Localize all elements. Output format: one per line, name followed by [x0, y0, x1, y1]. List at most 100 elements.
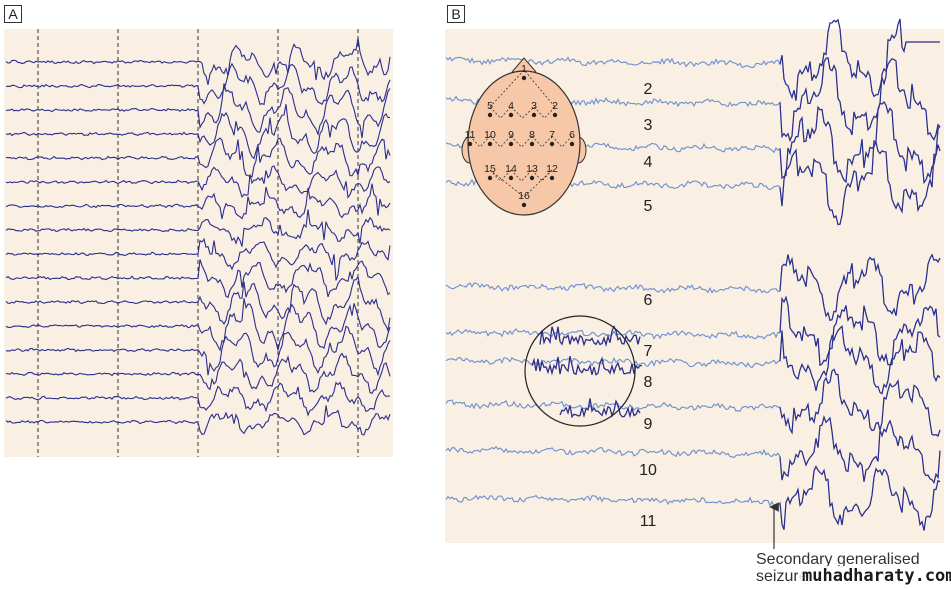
- electrode-link: [510, 106, 535, 119]
- panel-a-eeg-trace: [5, 381, 391, 417]
- panel-b-seizure-trace: [779, 18, 940, 101]
- panel-b-seizure-trace: [779, 253, 941, 322]
- electrode-link: [510, 135, 533, 148]
- electrode-dot: [531, 112, 537, 118]
- focal-discharge-trace: [531, 355, 643, 376]
- electrode-number: 5: [487, 100, 493, 112]
- electrode-dot: [508, 175, 514, 181]
- channel-label-10: 10: [639, 462, 657, 479]
- electrode-dot: [508, 112, 514, 118]
- panel-a-eeg-trace: [5, 259, 391, 299]
- panel-a-eeg-trace: [5, 209, 391, 247]
- electrode-number: 3: [531, 100, 537, 112]
- electrode-link: [489, 69, 556, 108]
- electrode-number: 15: [484, 163, 496, 175]
- channel-label-2: 2: [644, 81, 653, 98]
- electrode-number: 6: [569, 129, 575, 141]
- panel-b-eeg-trace: [445, 368, 941, 438]
- channel-label-7: 7: [644, 343, 653, 360]
- panel-a-eeg-trace: [5, 37, 391, 85]
- electrode-number: 13: [526, 163, 538, 175]
- electrode-dot: [521, 202, 527, 208]
- electrode-link: [489, 169, 553, 198]
- channel-label-3: 3: [644, 117, 653, 134]
- electrode-dot: [529, 175, 535, 181]
- electrode-number: 1: [521, 63, 527, 75]
- nose: [511, 57, 537, 73]
- panel-b-seizure-trace: [779, 57, 941, 143]
- electrode-number: 11: [465, 129, 476, 141]
- electrode-link: [551, 135, 573, 148]
- channel-label-8: 8: [644, 374, 653, 391]
- electrode-dot: [487, 112, 493, 118]
- channel-label-9: 9: [644, 416, 653, 433]
- electrode-dot: [552, 112, 558, 118]
- panel-b-label: B: [447, 5, 465, 23]
- electrode-dots: [467, 75, 575, 208]
- panel-b-seizure-trace: [779, 368, 941, 438]
- seizure-annotation-line1: Secondary generalised: [756, 551, 920, 568]
- electrode-dot: [549, 175, 555, 181]
- panel-a-eeg-trace: [5, 237, 391, 281]
- focal-discharge-circle: [524, 315, 636, 427]
- electrode-link: [533, 106, 556, 119]
- panel-b-seizure-trace: [779, 325, 941, 395]
- electrode-link: [469, 135, 491, 148]
- panel-a-eeg-trace: [5, 405, 391, 436]
- electrode-dot: [569, 141, 575, 147]
- panel-b-seizure-trace: [779, 414, 941, 485]
- electrode-number: 10: [484, 129, 496, 141]
- channel-label-6: 6: [644, 292, 653, 309]
- panel-a-eeg-trace: [5, 62, 391, 106]
- panel-a-eeg-trace: [5, 183, 391, 220]
- focal-discharge-trace: [559, 398, 641, 419]
- panel-b-seizure-trace: [779, 139, 941, 226]
- panel-b-eeg-trace: [445, 325, 941, 395]
- focal-discharge-trace: [539, 324, 641, 348]
- electrode-number: 8: [529, 129, 535, 141]
- panel-a-eeg-trace: [5, 352, 391, 395]
- seizure-annotation-line2: seizure: [756, 568, 808, 585]
- electrode-number: 14: [505, 163, 517, 175]
- panel-a-label: A: [4, 5, 22, 23]
- panel-a-eeg-trace: [5, 83, 391, 139]
- channel-label-11: 11: [640, 513, 657, 530]
- panel-a-eeg-trace: [5, 275, 391, 333]
- electrode-number: 4: [508, 100, 514, 112]
- panel-a-background: [4, 29, 393, 457]
- electrode-dot: [549, 141, 555, 147]
- panel-a-eeg-trace: [5, 298, 391, 352]
- electrode-dot: [467, 141, 473, 147]
- panel-b-seizure-trace: [779, 101, 941, 185]
- electrode-dot: [487, 175, 493, 181]
- electrode-number: 9: [508, 129, 514, 141]
- seizure-annotation: Secondary generalised seizure: [756, 551, 920, 585]
- electrode-number: 12: [546, 163, 558, 175]
- electrode-connections: [469, 69, 573, 198]
- electrode-number: 2: [552, 100, 558, 112]
- electrode-dot: [487, 141, 493, 147]
- electrode-dot: [508, 141, 514, 147]
- electrode-link: [489, 169, 512, 182]
- electrode-link: [531, 135, 553, 148]
- electrode-number: 16: [518, 190, 530, 202]
- electrode-link: [489, 106, 512, 119]
- watermark: muhadharaty.com: [798, 566, 951, 586]
- panel-b-seizure-trace: [779, 465, 941, 531]
- electrode-dot: [529, 141, 535, 147]
- panel-b-eeg-trace: [445, 465, 941, 531]
- panel-a-time-dividers: [37, 29, 359, 457]
- electrode-number: 7: [549, 129, 555, 141]
- panel-a-eeg-trace: [5, 104, 390, 160]
- panel-a-eeg-trace: [5, 165, 391, 199]
- electrode-link: [510, 169, 533, 182]
- panel-b-eeg-trace: [445, 253, 941, 321]
- channel-label-4: 4: [644, 154, 653, 171]
- panel-a-eeg-trace: [5, 325, 391, 377]
- panel-a-traces: [5, 37, 391, 436]
- electrode-link: [489, 135, 512, 148]
